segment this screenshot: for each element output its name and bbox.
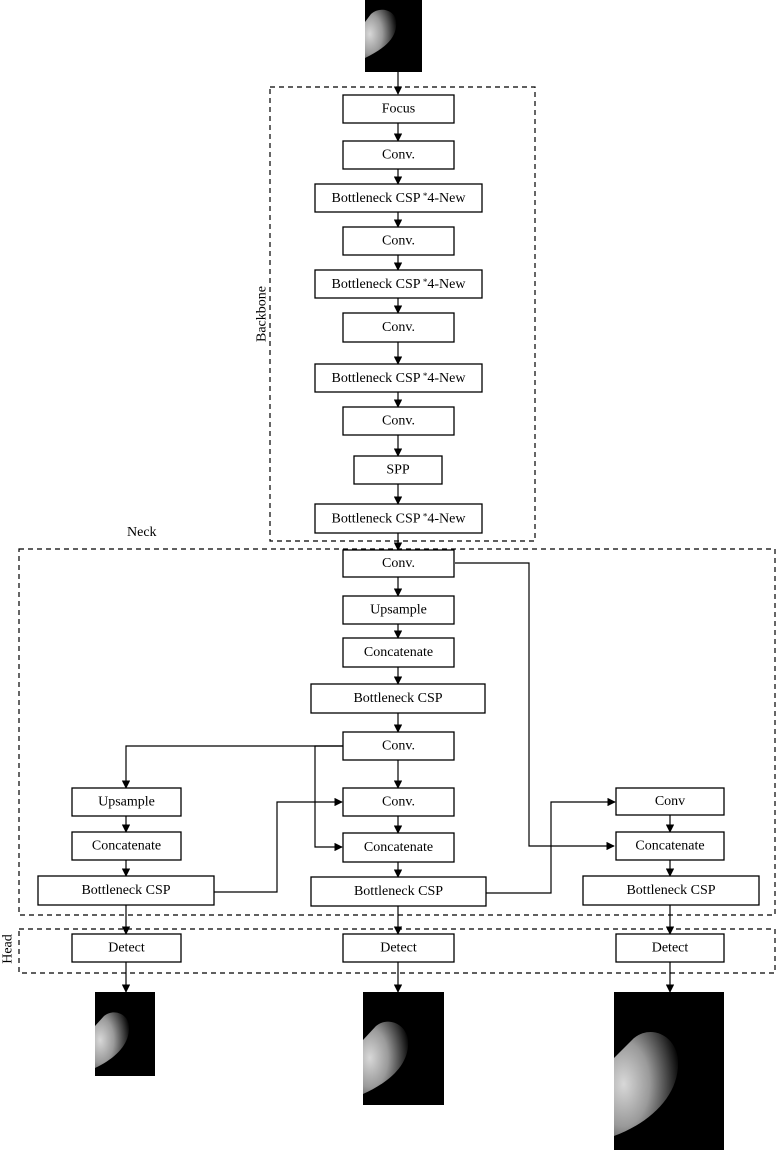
svg-text:Bottleneck CSP: Bottleneck CSP (354, 884, 443, 899)
svg-text:Conv.: Conv. (382, 414, 415, 429)
detect-right: Detect (615, 933, 725, 963)
svg-text:Conv.: Conv. (382, 234, 415, 249)
input-mammogram-image (365, 0, 422, 72)
neck-bottleneck-csp-center: Bottleneck CSP (310, 683, 486, 714)
neck-bottleneck-csp-left: Bottleneck CSP (37, 875, 215, 906)
svg-text:Concatenate: Concatenate (92, 839, 161, 854)
svg-text:Conv.: Conv. (382, 739, 415, 754)
backbone-label: Backbone (255, 286, 270, 342)
svg-text:Concatenate: Concatenate (364, 840, 433, 855)
svg-text:Bottleneck CSP: Bottleneck CSP (626, 883, 715, 898)
svg-text:Conv.: Conv. (382, 795, 415, 810)
svg-text:Detect: Detect (652, 941, 689, 956)
svg-text:Conv.: Conv. (382, 556, 415, 571)
backbone-conv-1: Conv. (342, 140, 455, 170)
neck-bottleneck-csp-middle: Bottleneck CSP (310, 876, 487, 907)
neck-bottleneck-csp-right: Bottleneck CSP (582, 875, 760, 906)
backbone-region (269, 86, 536, 542)
neck-conv-2: Conv. (342, 731, 455, 761)
svg-text:Conv.: Conv. (382, 320, 415, 335)
neck-upsample-center: Upsample (342, 595, 455, 625)
output-image-large (614, 992, 724, 1150)
svg-text:Bottleneck CSP *4-New: Bottleneck CSP *4-New (332, 371, 467, 386)
svg-text:Bottleneck CSP *4-New: Bottleneck CSP *4-New (332, 191, 467, 206)
svg-text:SPP: SPP (386, 463, 410, 478)
neck-concatenate-left: Concatenate (71, 831, 182, 861)
detect-middle: Detect (342, 933, 455, 963)
svg-text:Upsample: Upsample (98, 795, 155, 810)
neck-concatenate-center: Concatenate (342, 637, 455, 668)
backbone-conv-3: Conv. (342, 312, 455, 343)
neck-conv-1: Conv. (342, 549, 455, 578)
output-image-small (95, 992, 155, 1076)
neck-conv-3: Conv. (342, 787, 455, 817)
svg-text:Bottleneck CSP *4-New: Bottleneck CSP *4-New (332, 277, 467, 292)
svg-text:Bottleneck CSP: Bottleneck CSP (81, 883, 170, 898)
svg-text:Focus: Focus (382, 102, 415, 117)
svg-text:Bottleneck CSP *4-New: Bottleneck CSP *4-New (332, 511, 467, 526)
svg-text:Upsample: Upsample (370, 603, 427, 618)
output-image-medium (363, 992, 444, 1105)
focus-block: Focus (342, 94, 455, 124)
neck-upsample-left: Upsample (71, 787, 182, 817)
neck-conv-right: Conv (615, 787, 725, 816)
svg-text:Concatenate: Concatenate (364, 645, 433, 660)
backbone-bottleneck-csp-2: Bottleneck CSP *4-New (314, 269, 483, 299)
svg-text:Bottleneck CSP: Bottleneck CSP (353, 691, 442, 706)
svg-text:Concatenate: Concatenate (635, 839, 704, 854)
neck-label: Neck (127, 525, 157, 540)
neck-concatenate-middle: Concatenate (342, 832, 455, 863)
spp-block: SPP (353, 455, 443, 485)
svg-text:Conv: Conv (655, 794, 685, 809)
backbone-conv-2: Conv. (342, 226, 455, 256)
detect-left: Detect (71, 933, 182, 963)
backbone-bottleneck-csp-4: Bottleneck CSP *4-New (314, 503, 483, 534)
backbone-conv-4: Conv. (342, 406, 455, 436)
neck-concatenate-right: Concatenate (615, 831, 725, 861)
edges (121, 72, 675, 993)
backbone-bottleneck-csp-3: Bottleneck CSP *4-New (314, 363, 483, 393)
svg-text:Detect: Detect (380, 941, 417, 956)
head-label: Head (1, 934, 16, 964)
backbone-bottleneck-csp-1: Bottleneck CSP *4-New (314, 183, 483, 213)
svg-text:Conv.: Conv. (382, 148, 415, 163)
svg-text:Detect: Detect (108, 941, 145, 956)
